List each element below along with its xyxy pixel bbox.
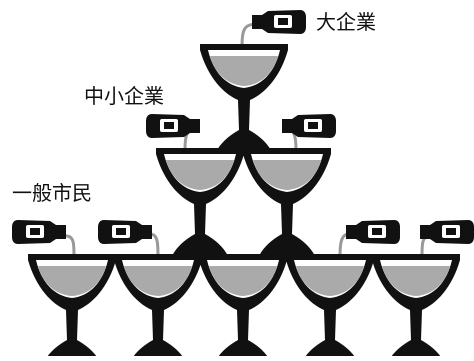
bottle-icon [98, 220, 152, 244]
champagne-glass-icon [200, 44, 288, 152]
bottle-icon [146, 114, 200, 138]
champagne-glass-icon [372, 254, 460, 361]
label-citizens: 一般市民 [12, 181, 92, 205]
label-large-enterprise: 大企業 [316, 10, 376, 34]
bottle-icon [346, 220, 400, 244]
champagne-glass-icon [28, 254, 116, 361]
champagne-glass-icon [199, 254, 287, 361]
bottle-icon [252, 10, 306, 34]
bottle-icon [282, 114, 336, 138]
label-sme: 中小企業 [84, 84, 164, 108]
champagne-glass-icon [156, 148, 244, 256]
champagne-glass-icon [114, 254, 202, 361]
champagne-glass-icon [286, 254, 374, 361]
bottle-icon [420, 220, 474, 244]
champagne-glass-icon [243, 148, 331, 256]
glass-row-middle [156, 148, 331, 256]
bottle-icon [12, 220, 66, 244]
glass-row-top [200, 44, 288, 152]
glass-row-bottom [28, 254, 460, 361]
